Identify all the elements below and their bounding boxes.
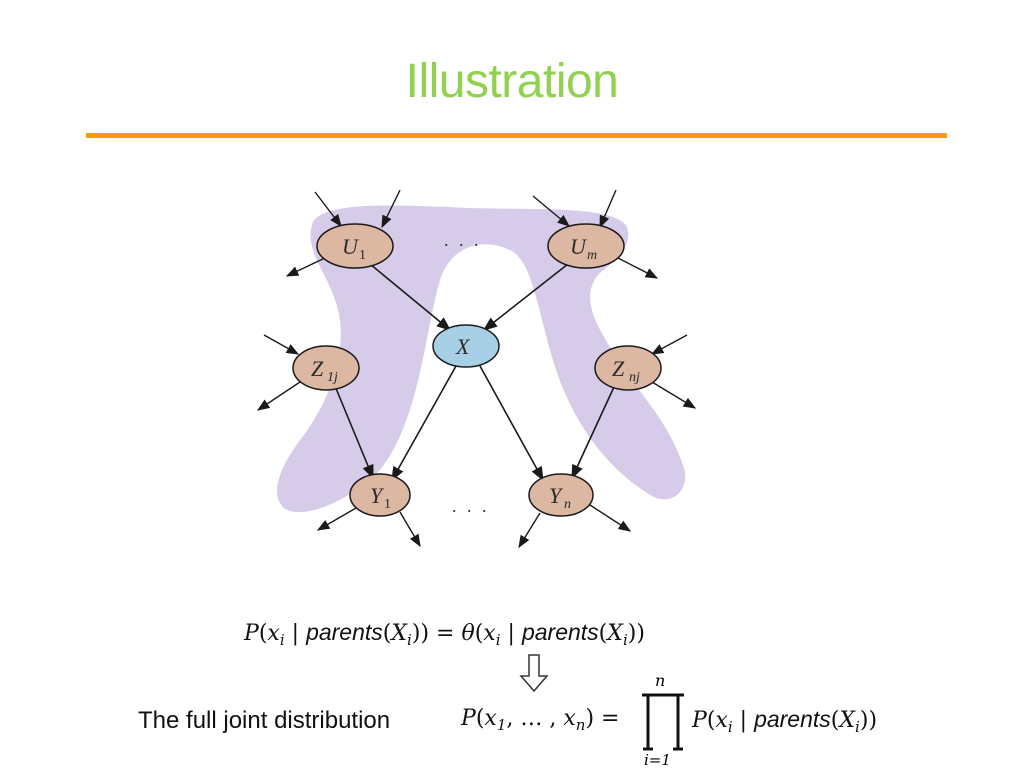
node-znj-base: Z [612, 356, 625, 381]
edge-u1-x [369, 263, 452, 331]
title-rule [86, 133, 947, 138]
node-um-sub: m [587, 248, 597, 263]
local-conditional-equation: P(xi | parents(Xi)) = θ(xi | parents(Xi)… [244, 619, 645, 649]
bayes-net-diagram: U 1 U m X Z 1j Z nj Y 1 Y n . . . . . . [256, 189, 697, 549]
node-z1j-sub: 1j [327, 370, 338, 385]
node-z1j: Z 1j [292, 345, 360, 391]
product-lower-limit: i=1 [644, 751, 671, 769]
node-znj-sub: nj [629, 370, 640, 385]
node-z1j-base: Z [311, 356, 324, 381]
product-symbol-icon [642, 693, 684, 751]
joint-distribution-label: The full joint distribution [138, 707, 391, 734]
edge-znj-yn [571, 386, 615, 480]
node-u1-base: U [342, 234, 360, 259]
node-x-base: X [455, 334, 471, 359]
node-znj: Z nj [594, 345, 662, 391]
edge-um-x [482, 263, 569, 331]
edges [334, 263, 615, 482]
node-y1: Y 1 [349, 473, 411, 517]
edge-x-y1 [391, 365, 457, 482]
node-y1-base: Y [370, 483, 385, 508]
node-yn: Y n [528, 473, 594, 517]
down-arrow-outline-icon [519, 654, 549, 692]
ellipsis-bottom: . . . [452, 496, 490, 516]
slide-title: Illustration [405, 55, 619, 108]
node-yn-sub: n [564, 497, 571, 512]
joint-distribution-factor: P(xi | parents(Xi)) [692, 706, 878, 736]
edge-x-yn [479, 365, 544, 482]
node-um-base: U [570, 234, 588, 259]
node-u1: U 1 [316, 223, 394, 269]
joint-distribution-lhs: P(x1, … , xn) = [461, 706, 620, 734]
ellipsis-top: . . . [444, 230, 482, 250]
node-y1-sub: 1 [384, 497, 391, 512]
product-upper-limit: n [655, 671, 666, 690]
markov-blanket-region [277, 205, 686, 513]
node-u1-sub: 1 [359, 248, 366, 263]
stub-edges [256, 189, 697, 549]
node-um: U m [547, 223, 625, 269]
node-x: X [432, 324, 500, 368]
edge-z1j-y1 [334, 385, 374, 480]
node-yn-base: Y [549, 483, 564, 508]
